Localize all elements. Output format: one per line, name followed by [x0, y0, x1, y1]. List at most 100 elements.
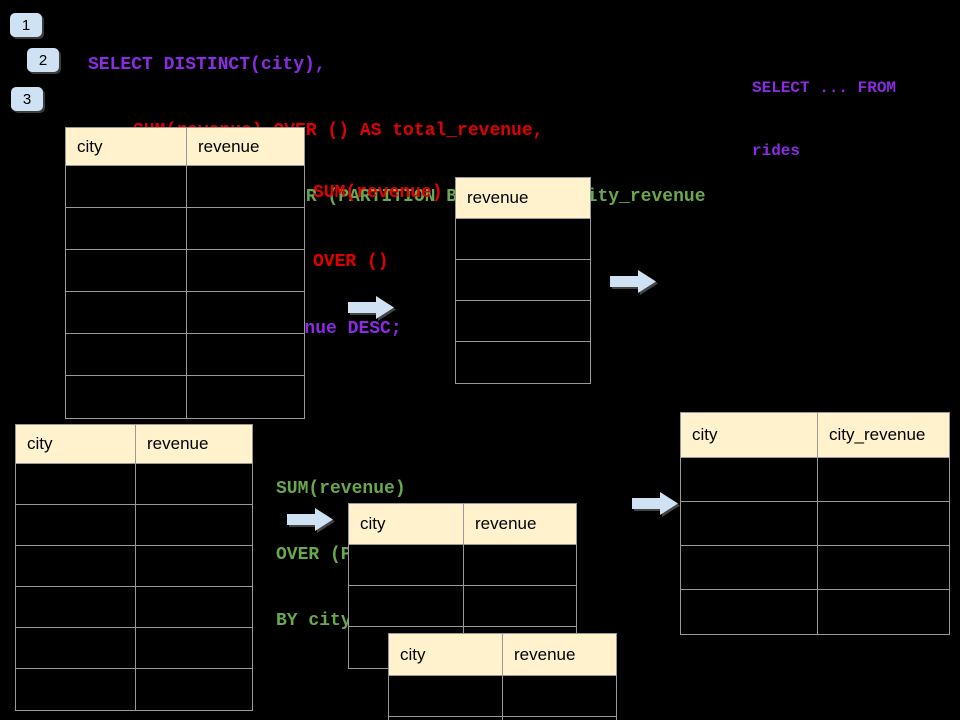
- table-cell: [456, 301, 590, 341]
- step-badge-3: 3: [11, 87, 43, 111]
- table-cell: [349, 545, 464, 585]
- table-row: [349, 586, 576, 627]
- table-cell: [66, 292, 187, 333]
- table-row: [16, 587, 252, 628]
- table-cell: [16, 546, 136, 586]
- table-cell: [503, 676, 616, 716]
- table-row: [66, 166, 304, 208]
- table-cell: [389, 676, 503, 716]
- table-cell: [818, 590, 949, 634]
- table-row: [681, 458, 949, 502]
- sql-line-select: SELECT DISTINCT(city),: [88, 55, 326, 75]
- table-cell: [456, 342, 590, 383]
- table-body: [389, 676, 616, 720]
- table-total-revenue: revenue: [455, 177, 591, 384]
- table-row: [16, 546, 252, 587]
- table-cell: [389, 717, 503, 720]
- table-cell: [16, 628, 136, 668]
- column-header-city: city: [389, 634, 503, 675]
- table-header-row: city revenue: [389, 634, 616, 676]
- column-header-city: city: [349, 504, 464, 544]
- table-row: [66, 208, 304, 250]
- column-header-city: city: [681, 413, 818, 457]
- table-row: [349, 545, 576, 586]
- table-header-row: city city_revenue: [681, 413, 949, 458]
- table-cell: [456, 260, 590, 300]
- table-cell: [16, 505, 136, 545]
- table-row: [681, 546, 949, 590]
- column-header-revenue: revenue: [475, 514, 537, 533]
- flow-arrow-icon: [287, 508, 333, 531]
- table-cell: [187, 250, 304, 291]
- table-cell: [136, 505, 252, 545]
- table-body: [16, 464, 252, 710]
- table-row: [389, 676, 616, 717]
- table-row: [66, 334, 304, 376]
- table-row: [16, 464, 252, 505]
- table-cell: [681, 502, 818, 545]
- table-row: [66, 250, 304, 292]
- table-cell: [349, 586, 464, 626]
- table-header-row: revenue: [456, 178, 590, 219]
- annotation-total-line2: OVER (): [313, 252, 389, 272]
- table-body: [456, 219, 590, 383]
- table-source-bottom: city revenue: [15, 424, 253, 711]
- column-header-revenue: revenue: [147, 434, 209, 453]
- column-header-city-revenue: city_revenue: [829, 425, 926, 444]
- column-header-revenue: revenue: [467, 188, 529, 207]
- table-body: [681, 458, 949, 634]
- table-cell: [16, 464, 136, 504]
- table-cell: [681, 590, 818, 634]
- table-row: [16, 628, 252, 669]
- table-cell: [187, 292, 304, 333]
- side-note-line1: SELECT ... FROM: [752, 79, 897, 97]
- annotation-partition-line1: SUM(revenue): [276, 479, 406, 499]
- table-cell: [136, 546, 252, 586]
- table-row: [456, 342, 590, 383]
- flow-arrow-icon: [632, 492, 678, 515]
- table-cell: [681, 546, 818, 589]
- table-cell: [136, 464, 252, 504]
- table-cell: [136, 587, 252, 627]
- table-cell: [818, 546, 949, 589]
- column-header-city: city: [66, 128, 187, 165]
- table-cell: [66, 334, 187, 375]
- flow-arrow-icon: [610, 270, 656, 293]
- table-cell: [66, 250, 187, 291]
- table-result: city city_revenue: [680, 412, 950, 635]
- table-row: [16, 669, 252, 710]
- table-row: [16, 505, 252, 546]
- column-header-revenue: revenue: [198, 136, 260, 156]
- step-badge-2: 2: [27, 48, 59, 72]
- table-body: [66, 166, 304, 418]
- table-row: [456, 219, 590, 260]
- flow-arrow-icon: [348, 296, 394, 319]
- table-cell: [187, 166, 304, 207]
- table-header-row: city revenue: [16, 425, 252, 464]
- table-row: [66, 376, 304, 418]
- table-cell: [464, 545, 576, 585]
- table-cell: [66, 376, 187, 418]
- annotation-total-line1: SUM(revenue): [313, 183, 443, 203]
- table-row: [456, 301, 590, 342]
- step-badge-1: 1: [10, 13, 42, 37]
- table-header-row: city revenue: [349, 504, 576, 545]
- table-cell: [818, 458, 949, 501]
- column-header-city: city: [16, 425, 136, 463]
- table-row: [681, 502, 949, 546]
- table-cell: [16, 587, 136, 627]
- table-cell: [464, 586, 576, 626]
- table-row: [681, 590, 949, 634]
- table-partition-b: city revenue: [388, 633, 617, 720]
- side-note-line2: rides: [752, 142, 801, 160]
- table-cell: [681, 458, 818, 501]
- table-row: [456, 260, 590, 301]
- side-note-select-from: SELECT ... FROM rides: [752, 36, 896, 204]
- table-row: [389, 717, 616, 720]
- table-cell: [136, 628, 252, 668]
- annotation-total-revenue: SUM(revenue) OVER (): [313, 136, 443, 320]
- table-cell: [187, 376, 304, 418]
- table-header-row: city revenue: [66, 128, 304, 166]
- table-cell: [66, 166, 187, 207]
